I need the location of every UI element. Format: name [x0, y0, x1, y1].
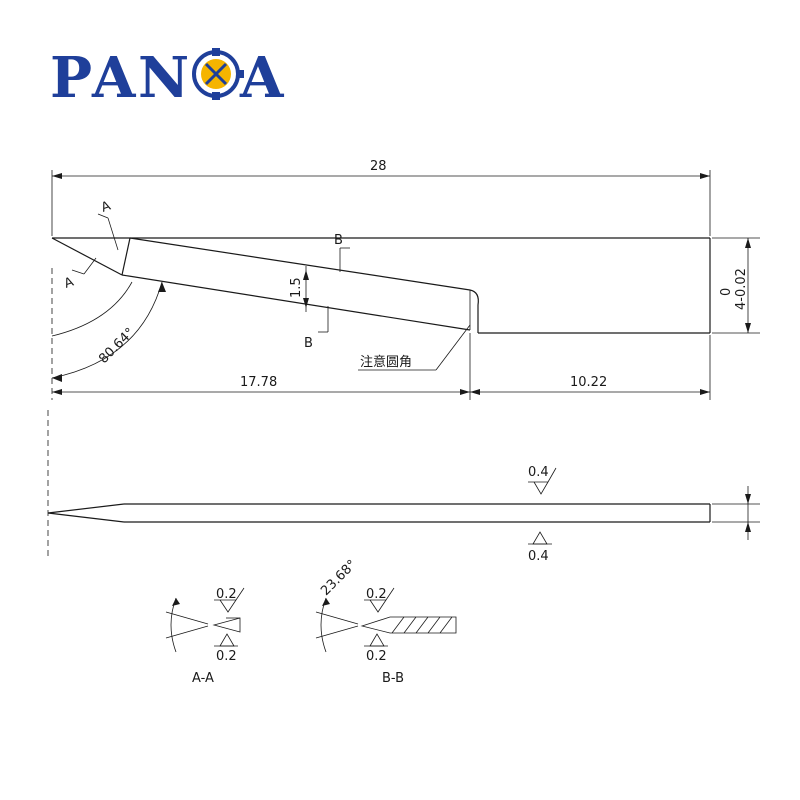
thickness-top-label: 0.4: [528, 465, 549, 480]
section-view-a: 0.2 0.2 A-A: [165, 587, 245, 686]
gear-tools-icon: [192, 48, 244, 100]
corner-note-label: 注意圆角: [360, 354, 412, 370]
dim-bottom-lengths: 17.78 10.22: [52, 333, 711, 400]
section-a-label-bottom: A: [62, 275, 76, 292]
logo-letter-n: N: [138, 45, 189, 111]
dim-overall-length: 28: [51, 159, 711, 236]
logo-letter-p: P: [50, 45, 92, 111]
dim-blade-width: 0 4-0.02: [712, 237, 760, 334]
dim-edge-width: 1.5: [289, 266, 309, 312]
blade-side-view: 0.4 0.4: [47, 410, 760, 564]
bevel-angle-label: 80.64°: [96, 325, 138, 367]
logo-letter-a2: A: [239, 45, 285, 111]
section-b-angle-label: 23.68°: [318, 557, 360, 599]
corner-note: 注意圆角: [358, 324, 471, 371]
blade-top-view: [51, 237, 711, 334]
overall-length-label: 28: [370, 159, 387, 174]
section-a-label-top: A: [99, 199, 113, 216]
view-a-bottom-label: 0.2: [216, 649, 237, 664]
view-b-title: B-B: [382, 671, 404, 686]
section-b-label-top: B: [334, 233, 343, 248]
edge-width-label: 1.5: [289, 277, 304, 298]
view-a-top-label: 0.2: [216, 587, 237, 602]
logo-letter-a1: A: [91, 45, 137, 111]
section-a-marker: A A: [62, 199, 119, 292]
width-lower-label: 4-0.02: [734, 268, 749, 310]
finish-symbol-top: 0.4: [528, 465, 557, 495]
section-view-b: 23.68° 0.2 0.2 B-B: [315, 557, 457, 686]
remaining-length-label: 10.22: [570, 375, 607, 390]
section-b-label-bottom: B: [304, 336, 313, 351]
width-upper-label: 0: [719, 288, 734, 296]
bevel-length-label: 17.78: [240, 375, 277, 390]
view-b-bottom-label: 0.2: [366, 649, 387, 664]
finish-symbol-bottom: 0.4: [528, 531, 552, 564]
section-hatch: [391, 616, 453, 634]
section-b-marker: B B: [304, 233, 350, 351]
view-a-title: A-A: [192, 671, 214, 686]
view-b-top-label: 0.2: [366, 587, 387, 602]
thickness-bottom-label: 0.4: [528, 549, 549, 564]
panda-logo: P A N A: [50, 45, 285, 111]
